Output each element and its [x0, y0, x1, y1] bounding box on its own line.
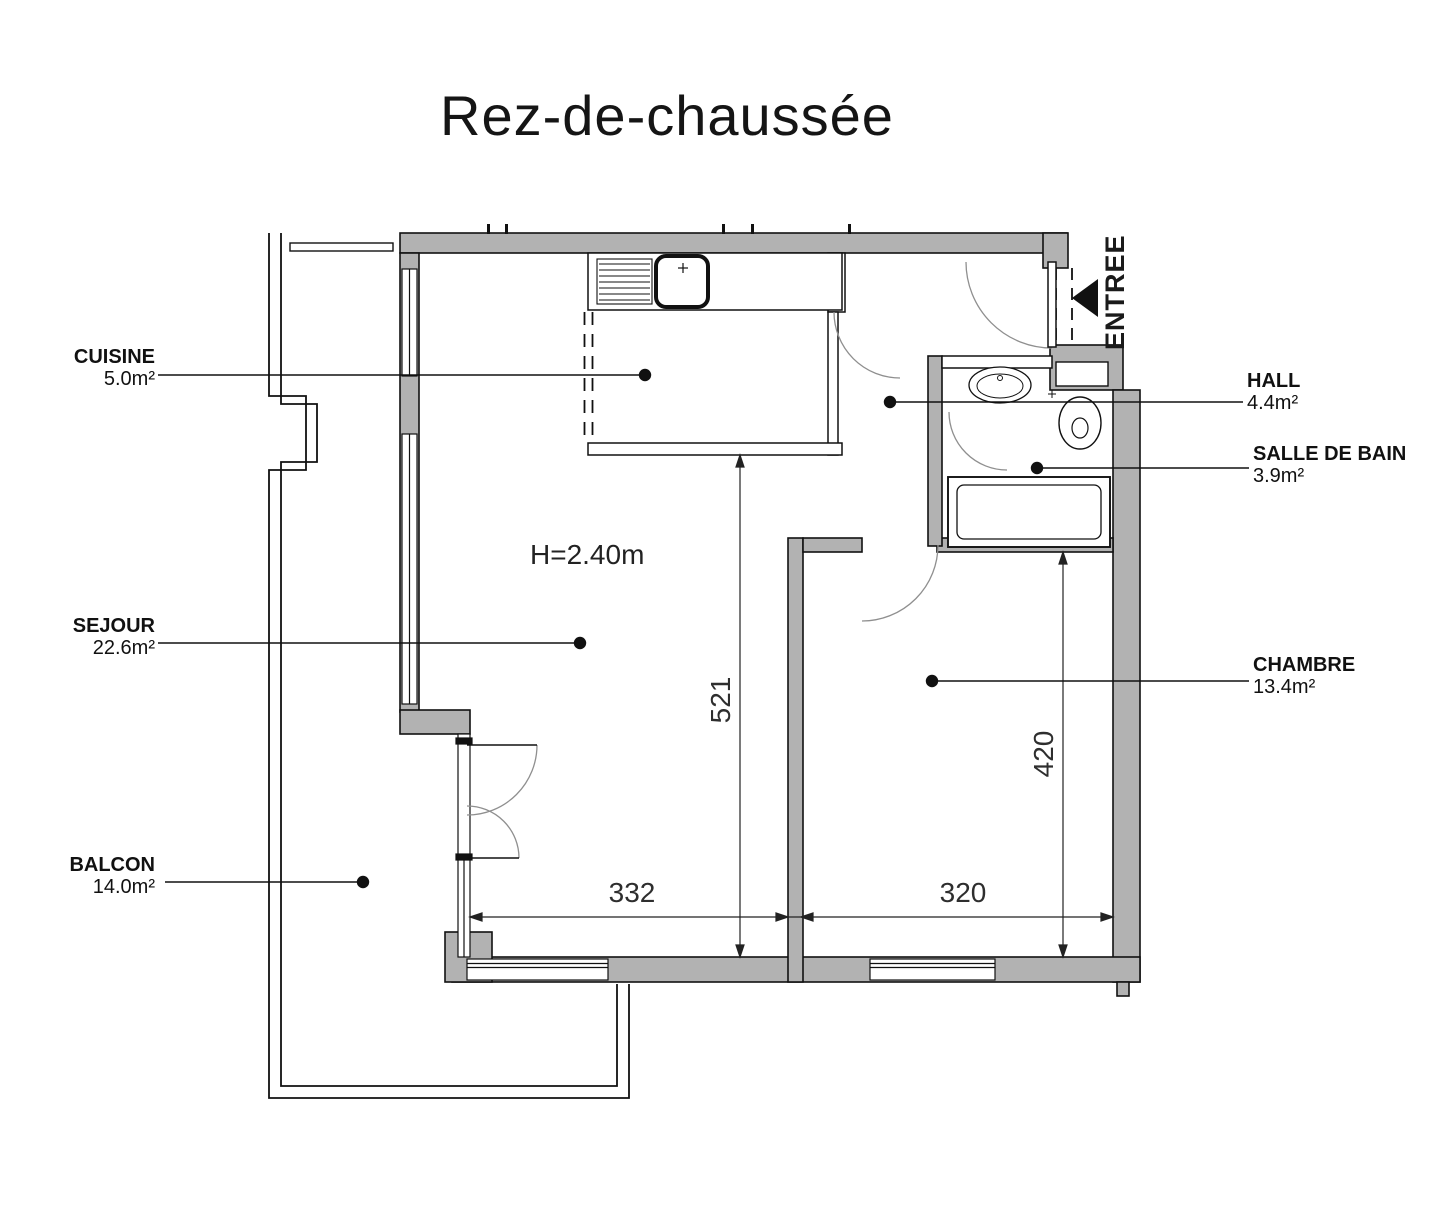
entry-arrow-icon	[1072, 279, 1098, 317]
door-jamb	[455, 853, 473, 861]
windows	[401, 268, 996, 981]
room-name: CUISINE	[73, 346, 155, 368]
walls	[399, 232, 1141, 997]
room-label-salle-de-bain: SALLE DE BAIN 3.9m²	[1253, 443, 1440, 487]
entry-door-leaf	[1047, 261, 1057, 348]
faucet-icon	[678, 263, 688, 273]
dimension-chambre-width: 320	[939, 877, 987, 908]
dimension-chambre-depth: 420	[1028, 730, 1059, 778]
bathroom-top-wall	[941, 355, 1053, 369]
dimension-lines	[468, 453, 1115, 959]
wall-ticks	[487, 224, 851, 234]
entry-door-arc	[965, 261, 1053, 349]
entry-label: ENTREE	[1100, 234, 1130, 350]
room-label-sejour: SEJOUR 22.6m²	[25, 615, 155, 659]
room-area: 4.4m²	[1247, 391, 1299, 414]
left-wall-jog	[399, 709, 471, 735]
kitchen-counter-icon	[587, 252, 843, 311]
balcony-door-arc	[466, 805, 520, 859]
sejour-chambre-wall	[787, 537, 804, 983]
kitchen-door-arc	[833, 311, 901, 379]
bathroom-door-arc	[948, 411, 1008, 471]
room-name: BALCON	[69, 854, 155, 876]
room-area: 13.4m²	[1253, 675, 1316, 698]
top-wall	[399, 232, 1068, 254]
door-arcs	[466, 261, 1053, 859]
room-label-hall: HALL 4.4m²	[1247, 370, 1437, 414]
room-area: 22.6m²	[92, 636, 155, 659]
room-name: CHAMBRE	[1253, 654, 1356, 676]
chambre-door-arc	[861, 544, 939, 622]
balcony-door-arc	[466, 744, 538, 816]
balcony-railing	[289, 242, 394, 252]
right-wall	[1112, 389, 1141, 983]
door-leaves	[467, 261, 1057, 859]
kitchen-side-wall	[827, 311, 839, 456]
kitchen-sink-icon	[654, 254, 710, 309]
bottom-right-foot	[1116, 981, 1130, 997]
room-name: HALL	[1247, 370, 1301, 392]
room-area: 5.0m²	[103, 367, 155, 390]
kitchen-bottom-wall	[587, 442, 843, 456]
room-name: SEJOUR	[72, 615, 155, 637]
room-area: 14.0m²	[92, 875, 155, 898]
leader-lines	[158, 368, 1249, 889]
dimension-sejour-depth: 521	[705, 676, 736, 724]
chambre-top-wall-left	[802, 537, 863, 553]
dimension-sejour-width: 332	[608, 877, 656, 908]
room-label-cuisine: CUISINE 5.0m²	[25, 346, 155, 390]
ceiling-height-label: H=2.40m	[530, 539, 645, 570]
page-title: Rez-de-chaussée	[440, 84, 894, 147]
bathroom-fixtures	[947, 361, 1111, 548]
sejour-bath-wall	[927, 355, 943, 547]
room-label-chambre: CHAMBRE 13.4m²	[1253, 654, 1440, 698]
balcony-outline	[268, 233, 630, 1099]
toilet-cistern-icon	[1055, 361, 1109, 387]
valve-icon	[1048, 390, 1056, 398]
door-jamb	[455, 737, 473, 745]
room-name: SALLE DE BAIN	[1253, 443, 1407, 465]
room-label-balcon: BALCON 14.0m²	[25, 854, 155, 898]
room-area: 3.9m²	[1253, 464, 1305, 487]
